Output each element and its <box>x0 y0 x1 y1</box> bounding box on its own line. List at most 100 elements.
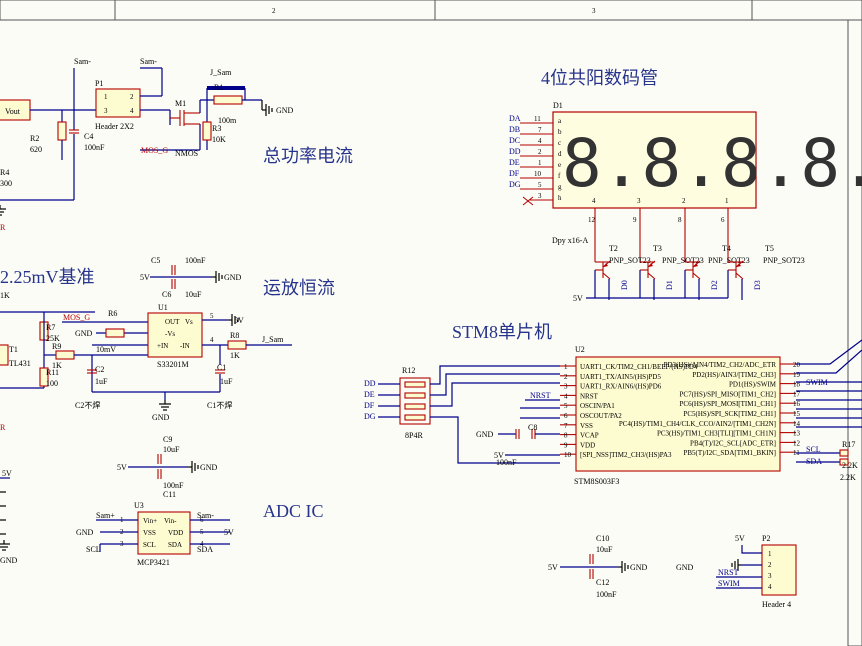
left-edge-parts: 5V GND R R <box>0 223 18 565</box>
gnd-label: GND <box>75 329 93 338</box>
com-pin: 8 <box>678 216 682 224</box>
u2-pin-number: 16 <box>793 400 801 408</box>
mos-g-net: MOS_G <box>63 313 90 322</box>
heading-mcu: STM8单片机 <box>452 322 552 342</box>
c10-value: 10uF <box>596 545 613 554</box>
digit-drivers: T2 T3 T4 T5 PNP_SOT23 PNP_SOT23 PNP_SOT2… <box>573 244 805 303</box>
u3-ref: U3 <box>134 501 144 510</box>
u3-pin-label: Vin- <box>164 517 177 525</box>
u2-pin-number: 7 <box>564 422 568 430</box>
u2-pin-number: 5 <box>564 402 568 410</box>
net-sam-minus: Sam- <box>197 511 214 520</box>
com-pin: 12 <box>588 216 596 224</box>
u2-pin-name: UART1_CK/TIM2_CH1/BEEP/(HS)PD4 <box>580 363 698 371</box>
r12-ref: R12 <box>402 366 415 375</box>
com-num: 1 <box>725 197 729 205</box>
seg-pin: 11 <box>534 115 541 123</box>
display-package: Dpy x16-A <box>552 236 588 245</box>
nrst-net: NRST <box>530 391 551 400</box>
u2-pin-number: 2 <box>564 373 568 381</box>
r6 <box>105 328 125 338</box>
u1-pin-label: OUT <box>165 318 180 326</box>
u2-pin-name: PD1(HS)/SWIM <box>729 381 777 389</box>
u2-pin-number: 8 <box>564 432 568 440</box>
u2-pin-name: VSS <box>580 422 593 430</box>
net-d3: D3 <box>753 280 762 290</box>
seg-pin: 3 <box>538 192 542 200</box>
t2-ref: T2 <box>609 244 618 253</box>
seg-letter: e <box>558 161 561 169</box>
c2-note: C2不焊 <box>75 400 100 410</box>
u2-pin-number: 6 <box>564 412 568 420</box>
u2-pin-number: 4 <box>564 392 568 400</box>
u2-pin-number: 14 <box>793 420 801 428</box>
r8-value: 1K <box>230 351 240 360</box>
t4-ref: T4 <box>722 244 731 253</box>
m1-ref: M1 <box>175 99 186 108</box>
u1-pin-label: +IN <box>157 342 168 350</box>
u2-stm8 <box>575 356 781 472</box>
seg-pin: 4 <box>538 137 542 145</box>
u1-pin: 4 <box>210 336 214 344</box>
p2-pin: 1 <box>768 550 772 558</box>
seg-letter: a <box>558 117 562 125</box>
c1-note: C1不焊 <box>207 400 232 410</box>
t3-ref: T3 <box>653 244 662 253</box>
net-df: DF <box>364 401 375 410</box>
seg-letter: g <box>558 183 562 191</box>
u2-pin-name: UART1_TX/AIN5/(HS)PD5 <box>580 373 661 381</box>
u2-pin-name: PC6(HS)/SPI_MOSI[TIM1_CH1] <box>680 400 776 408</box>
u3-pin-label: VDD <box>168 529 183 537</box>
r9-value: 1K <box>52 361 62 370</box>
heading-adc: ADC IC <box>263 501 324 521</box>
seg-pin: 10 <box>534 170 542 178</box>
seg-letter: b <box>558 128 562 136</box>
gnd-label: GND <box>224 273 242 282</box>
zone-label: 3 <box>592 7 596 15</box>
net-dd: DD <box>364 379 376 388</box>
gnd-label: GND <box>76 528 94 537</box>
sda-net: SDA <box>197 545 213 554</box>
nrst-net: NRST <box>718 568 739 577</box>
u2-pin-name: PC4(HS)/TIM1_CH4/CLK_CCO/AIN2/[TIM1_CH2N… <box>619 420 776 428</box>
seg-letter: h <box>558 194 562 202</box>
net-j-sam: J_Sam <box>262 335 284 344</box>
net-db: DB <box>509 125 520 134</box>
scl-net: SCL <box>86 545 101 554</box>
com-pin: 9 <box>633 216 637 224</box>
r3-ref: R3 <box>212 124 221 133</box>
gnd-label: GND <box>630 563 648 572</box>
net-dg: DG <box>364 412 376 421</box>
seg-letter: f <box>558 172 561 180</box>
power-stage: Vout Sam- P1 1 2 3 4 Header 2X2 Sam- R2 … <box>0 57 294 216</box>
u2-pin-name: PB5(T)/I2C_SDA[TIM1_BKIN] <box>683 449 776 457</box>
r-value: 2.2K <box>842 461 858 470</box>
decoupling-a: C9 10uF 5V GND 100nF C11 <box>117 435 218 499</box>
net-df: DF <box>509 169 520 178</box>
p1-pin: 3 <box>104 107 108 115</box>
u1-ref: U1 <box>158 303 168 312</box>
net-de: DE <box>364 390 375 399</box>
c6-value: 10uF <box>185 290 202 299</box>
u2-pin-name: UART1_RX/AIN6/(HS)PD6 <box>580 383 662 391</box>
t5-type: PNP_SOT23 <box>763 256 805 265</box>
u2-pin-number: 1 <box>564 363 568 371</box>
net-d2: D2 <box>710 280 719 290</box>
zone-label: 2 <box>272 7 276 15</box>
r8 <box>227 340 247 350</box>
r7-ref: R7 <box>46 323 55 332</box>
u1-pin: 5 <box>210 312 214 320</box>
u2-pin-number: 12 <box>793 439 801 447</box>
u2-pin-number: 15 <box>793 410 801 418</box>
p2-pin: 2 <box>768 561 772 569</box>
c4-value: 100nF <box>84 143 105 152</box>
reference-section: 1K R7 25K R9 1K R11 100 T1 TL431 <box>0 291 148 389</box>
u2-pin-number: 3 <box>564 383 568 391</box>
c2-value: 1uF <box>95 377 108 386</box>
u2-pin-name: OSCIN/PA1 <box>580 402 615 410</box>
c10-ref: C10 <box>596 534 609 543</box>
p2-type: Header 4 <box>762 600 791 609</box>
u2-pin-name: VDD <box>580 441 595 449</box>
u2-type: STM8S003F3 <box>574 477 619 486</box>
